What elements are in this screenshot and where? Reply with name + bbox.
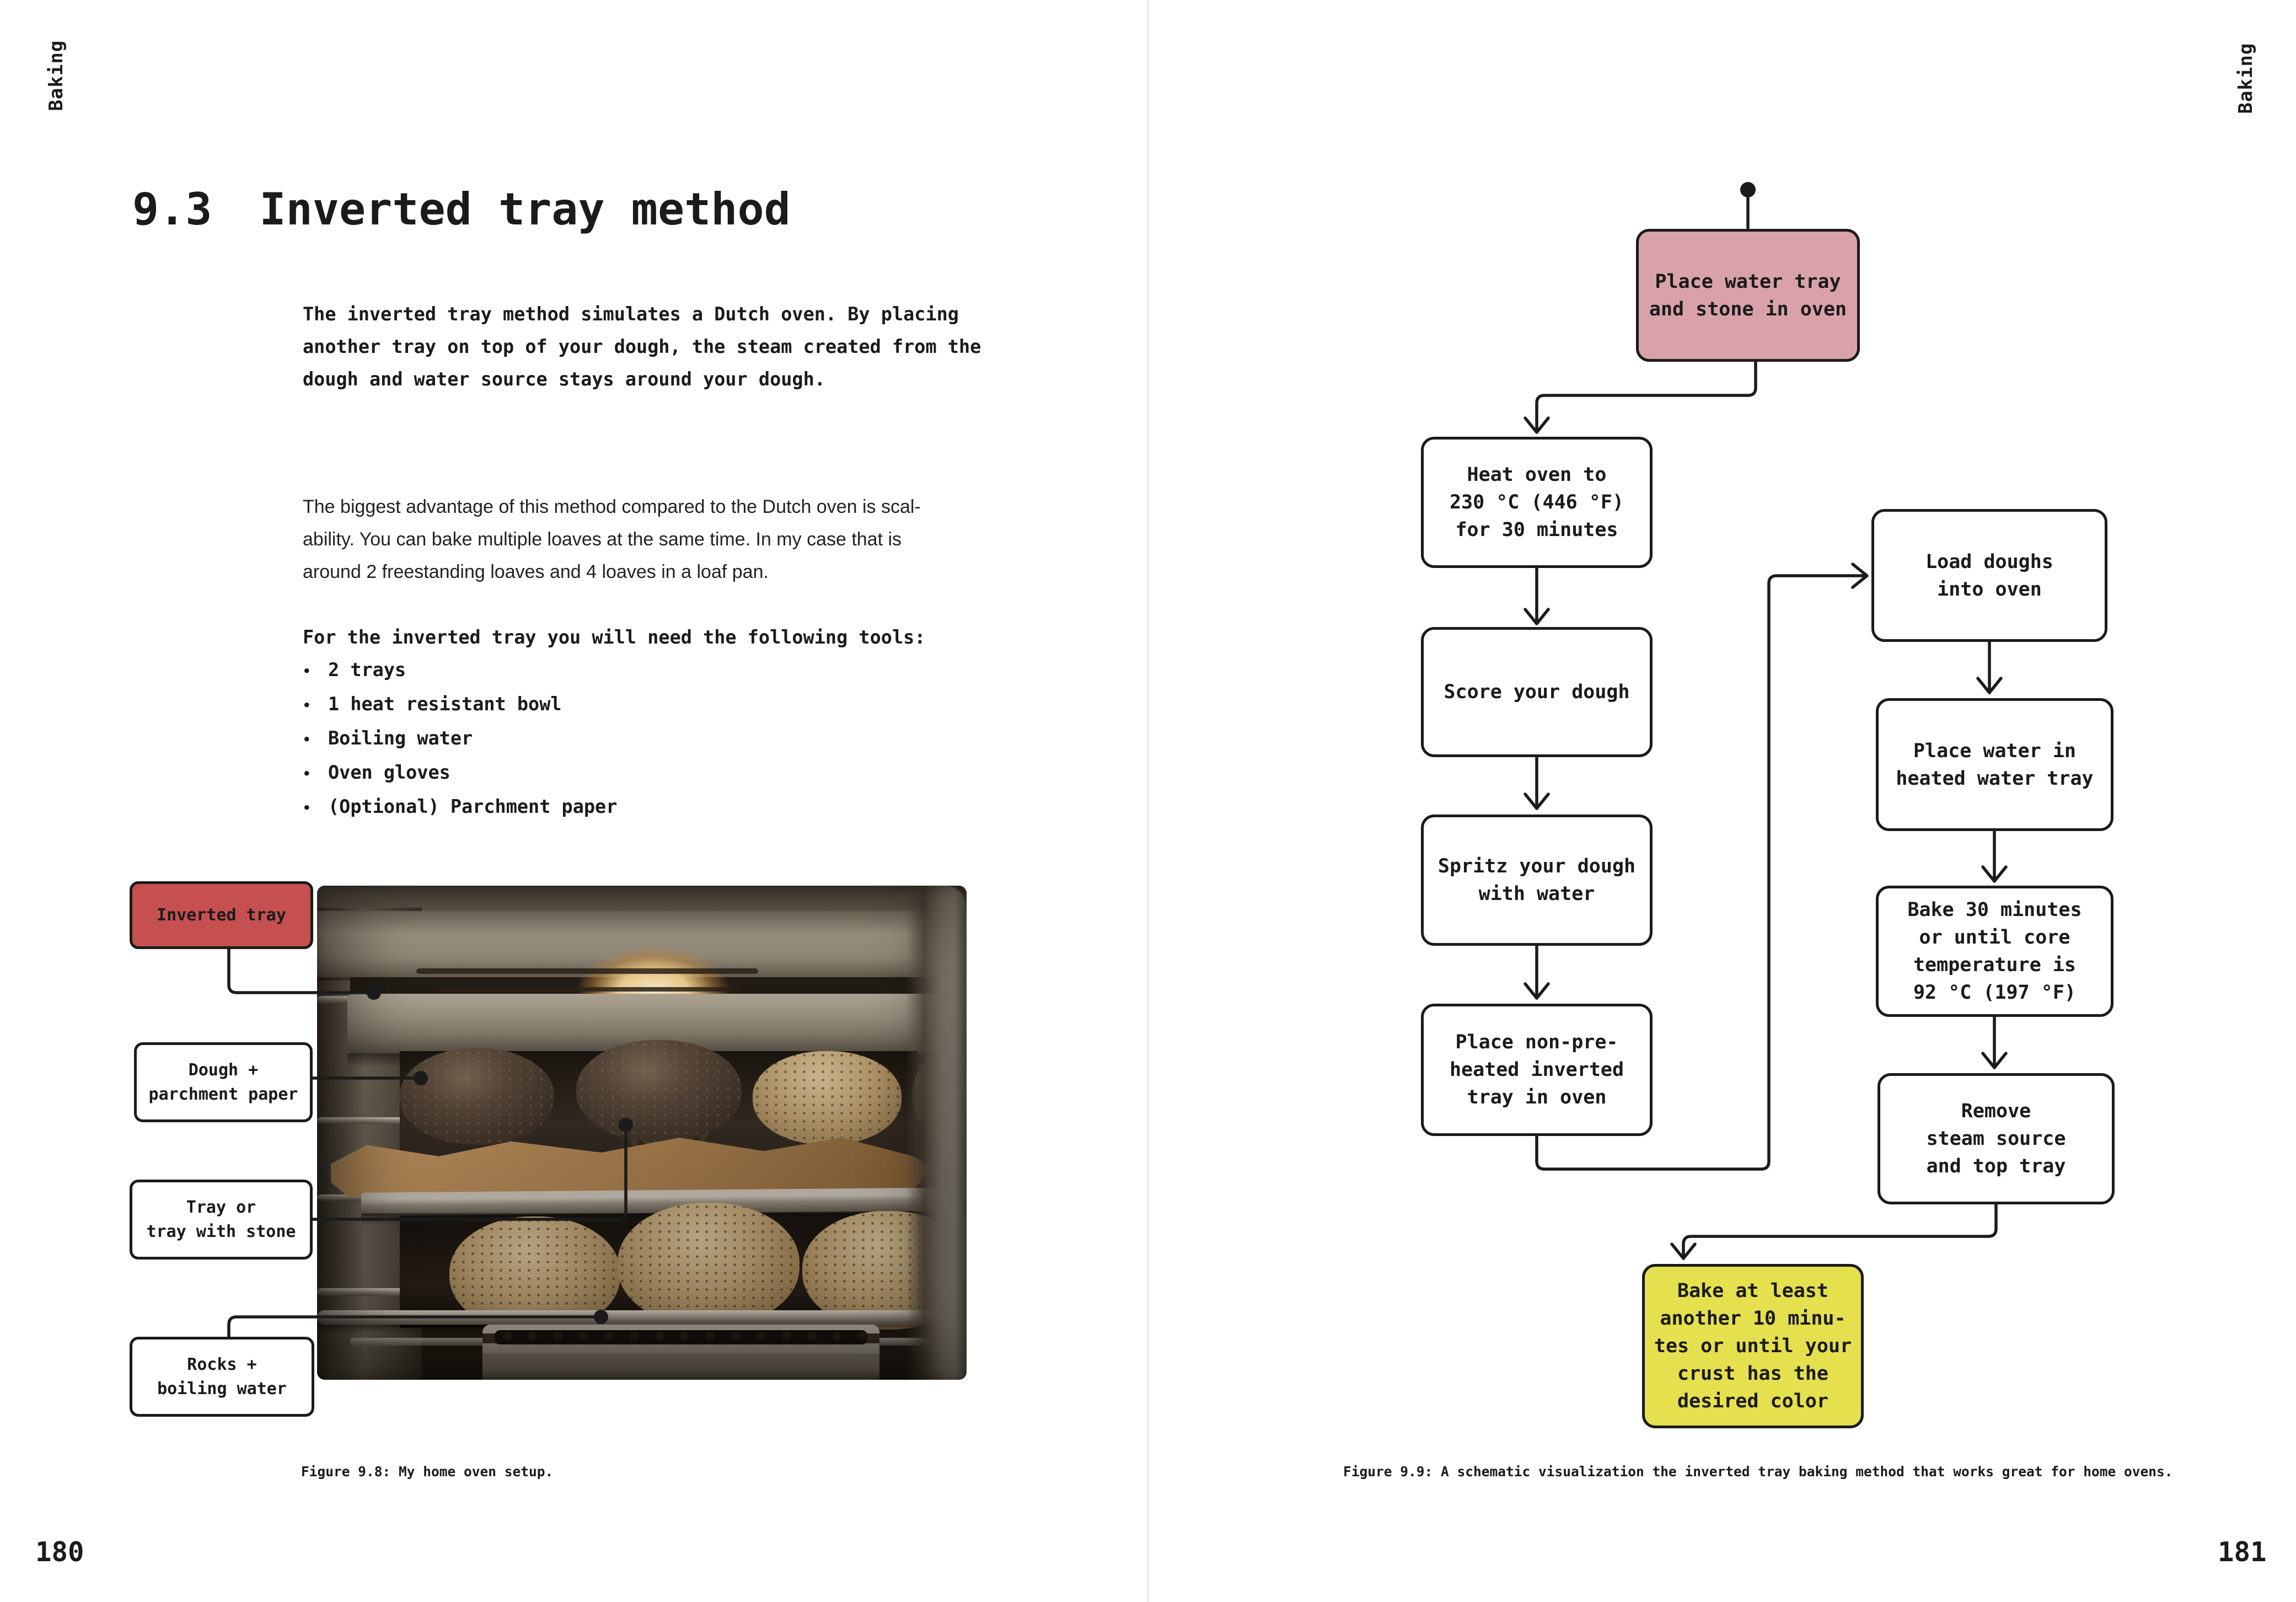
bullet-icon: • [303, 732, 311, 747]
running-head-right: Baking [2235, 42, 2257, 114]
oven-rack-rail [317, 1288, 412, 1296]
flow-step-heat-oven: Heat oven to 230 °C (446 °F) for 30 minu… [1421, 437, 1653, 568]
intro-line: dough and water source stays around your… [303, 368, 825, 390]
bullet-icon: • [303, 663, 311, 679]
flow-step-load-doughs: Load doughs into oven [1871, 509, 2107, 642]
list-item-label: 2 trays [328, 659, 406, 681]
flow-start-dot [1740, 182, 1756, 197]
arrowhead-down [1523, 792, 1550, 810]
flow-step-nonpreheated-tray: Place non-pre- heated inverted tray in o… [1421, 1004, 1653, 1136]
flow-step-remove-steam: Remove steam source and top tray [1877, 1073, 2115, 1204]
figure-caption-left: Figure 9.8: My home oven setup. [301, 1464, 554, 1480]
figure-caption-right: Figure 9.9: A schematic visualization th… [1343, 1464, 2173, 1480]
list-item-label: Boiling water [328, 727, 473, 749]
arrowhead-down [1523, 982, 1550, 1000]
section-title-text: Inverted tray method [259, 184, 791, 235]
section-number: 9.3 [132, 184, 212, 235]
photo-label-tray: Tray or tray with stone [130, 1180, 313, 1260]
flow-step-water-in-tray: Place water in heated water tray [1876, 698, 2113, 831]
bread-loaf-dark [400, 1048, 554, 1145]
page-gutter [1146, 0, 1150, 1602]
arrowhead-down [1976, 677, 2003, 694]
photo-label-inverted-tray: Inverted tray [130, 881, 313, 949]
heating-element [433, 987, 742, 992]
section-title: 9.3 Inverted tray method [132, 185, 791, 234]
arrowhead-down [1981, 1052, 2008, 1069]
body-line: The biggest advantage of this method com… [303, 496, 921, 517]
flow-step-spritz: Spritz your dough with water [1421, 815, 1653, 946]
arrowhead-down [1523, 416, 1550, 434]
flow-connector [1535, 360, 1757, 432]
tools-heading: For the inverted tray you will need the … [303, 626, 926, 648]
intro-paragraph: The inverted tray method simulates a Dut… [303, 298, 981, 395]
intro-line: The inverted tray method simulates a Dut… [303, 303, 959, 325]
flow-step-bake-30: Bake 30 minutes or until core temperatur… [1876, 886, 2113, 1017]
list-item: • 1 heat resistant bowl [303, 688, 925, 722]
body-line: ability. You can bake multiple loaves at… [303, 529, 902, 550]
arrowhead-right [1851, 562, 1869, 589]
bread-loaf-dark [576, 1040, 742, 1142]
flow-step-bake-10-more: Bake at least another 10 minu- tes or un… [1642, 1264, 1864, 1428]
arrowhead-down [1523, 608, 1550, 625]
body-line: around 2 freestanding loaves and 4 loave… [303, 561, 769, 582]
body-paragraph: The biggest advantage of this method com… [303, 491, 921, 588]
list-item-label: 1 heat resistant bowl [328, 693, 562, 715]
photo-vignette [317, 886, 967, 1380]
page-number-right: 181 [2218, 1536, 2267, 1568]
bullet-icon: • [303, 800, 311, 816]
photo-label-rocks: Rocks + boiling water [130, 1337, 314, 1417]
heating-element [416, 968, 758, 974]
list-item-label: (Optional) Parchment paper [328, 796, 618, 817]
running-head-left: Baking [45, 40, 67, 111]
list-item-label: Oven gloves [328, 762, 450, 783]
photo-label-dough: Dough + parchment paper [134, 1042, 313, 1122]
flow-step-place-water-stone: Place water tray and stone in oven [1636, 229, 1860, 362]
flow-connector [1682, 1203, 1998, 1260]
bullet-icon: • [303, 698, 311, 713]
list-item: • Boiling water [303, 722, 925, 756]
bread-loaf-seeded [753, 1051, 902, 1145]
page-number-left: 180 [35, 1536, 84, 1568]
list-item: • (Optional) Parchment paper [303, 790, 925, 824]
tools-list: For the inverted tray you will need the … [303, 621, 925, 824]
list-item: • 2 trays [303, 653, 925, 688]
intro-line: another tray on top of your dough, the s… [303, 336, 981, 357]
arrowhead-down [1981, 865, 2008, 883]
list-item: • Oven gloves [303, 756, 925, 790]
oven-rack-rail [317, 1117, 412, 1124]
bread-boule-seeded [618, 1203, 800, 1327]
flow-step-score: Score your dough [1421, 627, 1653, 757]
arrowhead-down [1670, 1242, 1697, 1260]
oven-photo [317, 886, 967, 1380]
bullet-icon: • [303, 766, 311, 781]
oven-right-frame [906, 886, 967, 1380]
